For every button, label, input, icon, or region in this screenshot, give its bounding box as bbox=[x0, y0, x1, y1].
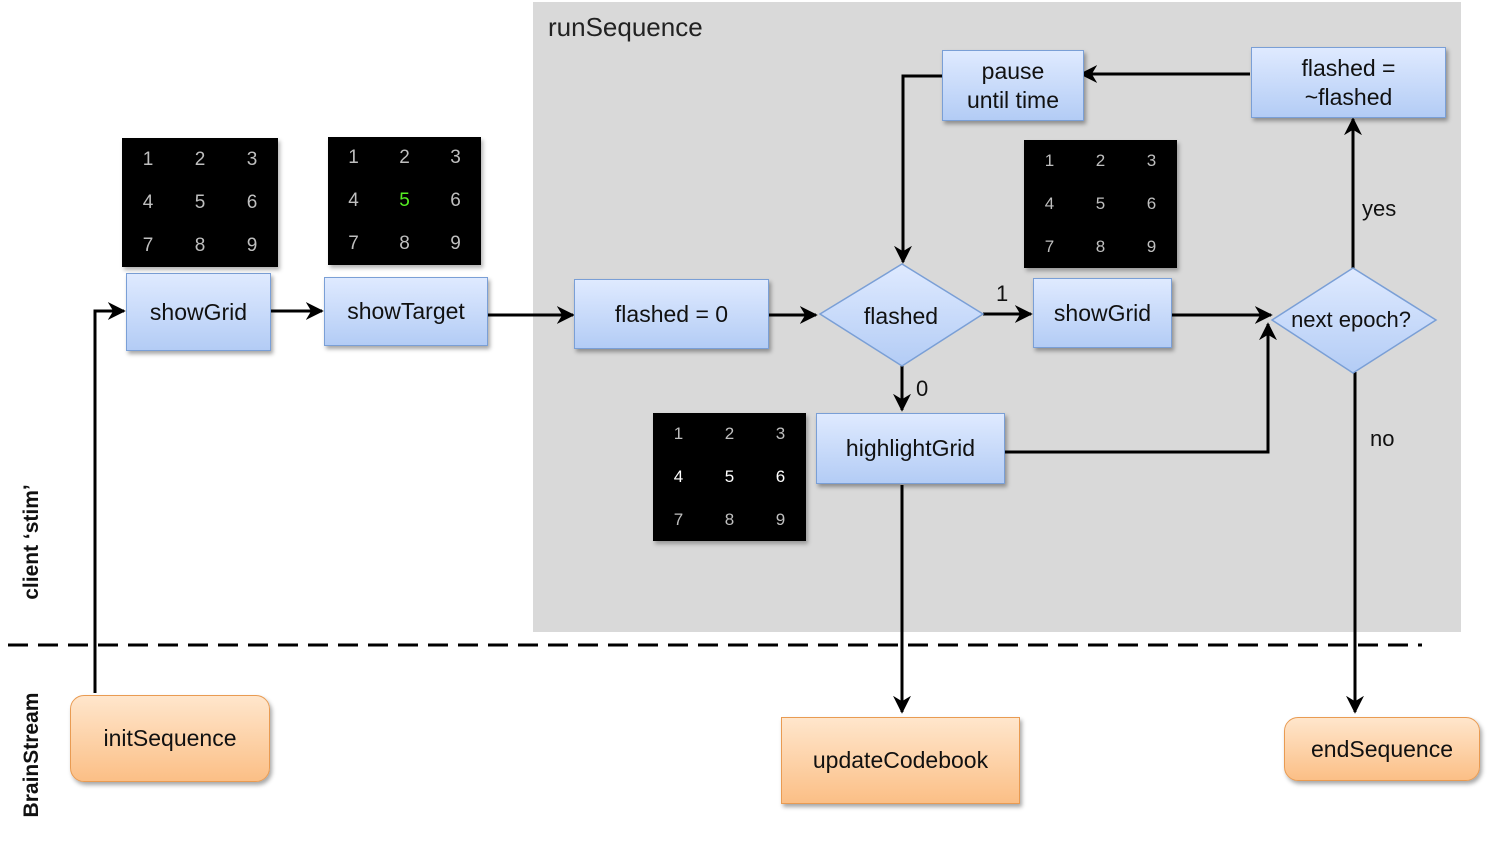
end-sequence-box: endSequence bbox=[1284, 717, 1480, 781]
toggle-line-1: flashed = bbox=[1301, 54, 1396, 81]
grid-cell: 8 bbox=[194, 234, 206, 256]
edge-init-to-showgrid bbox=[93, 302, 126, 693]
grid-cell: 4 bbox=[673, 466, 684, 486]
edge-label-yes: yes bbox=[1362, 196, 1397, 221]
edge-label-one: 1 bbox=[996, 281, 1009, 306]
grid-cell: 6 bbox=[1146, 193, 1157, 213]
pause-box: pause until time bbox=[942, 50, 1084, 121]
stim-grid-target: 1 2 3 4 5 6 7 8 9 bbox=[328, 137, 481, 265]
grid-cell: 6 bbox=[775, 466, 786, 486]
grid-cell: 1 bbox=[673, 424, 684, 444]
grid-cell: 2 bbox=[194, 148, 206, 170]
show-grid-box: showGrid bbox=[126, 273, 271, 351]
grid-cell: 7 bbox=[673, 509, 684, 529]
grid-cell: 7 bbox=[142, 234, 154, 256]
grid-cell: 1 bbox=[1044, 151, 1055, 171]
show-grid-2-box: showGrid bbox=[1033, 278, 1172, 348]
grid-cell: 8 bbox=[724, 509, 735, 529]
grid-cell: 5 bbox=[399, 189, 410, 211]
grid-cell: 9 bbox=[1146, 236, 1157, 256]
flashed-zero-box: flashed = 0 bbox=[574, 279, 769, 349]
grid-cell: 2 bbox=[399, 147, 410, 169]
grid-cell: 7 bbox=[348, 232, 359, 254]
grid-cell: 9 bbox=[450, 232, 461, 254]
grid-cell: 2 bbox=[724, 424, 735, 444]
grid-cell: 6 bbox=[246, 191, 258, 213]
grid-cell: 5 bbox=[1095, 193, 1106, 213]
grid-cell: 1 bbox=[348, 147, 359, 169]
toggle-flashed-box: flashed = ~flashed bbox=[1251, 47, 1446, 118]
region-title: runSequence bbox=[548, 12, 703, 42]
grid-cell: 7 bbox=[1044, 236, 1055, 256]
grid-cell: 6 bbox=[450, 189, 461, 211]
pause-line-1: pause bbox=[981, 57, 1045, 84]
grid-cell: 3 bbox=[1146, 151, 1157, 171]
grid-cell: 4 bbox=[348, 189, 359, 211]
grid-cell: 3 bbox=[775, 424, 786, 444]
next-epoch-decision-shape bbox=[1270, 267, 1438, 374]
grid-cell: 5 bbox=[724, 466, 735, 486]
edge-label-zero: 0 bbox=[916, 376, 929, 401]
show-target-box: showTarget bbox=[324, 277, 488, 346]
grid-cell: 3 bbox=[246, 148, 258, 170]
highlight-grid-box: highlightGrid bbox=[816, 413, 1005, 484]
stim-grid-highlight: 1 2 3 4 5 6 7 8 9 bbox=[653, 413, 806, 541]
stim-grid-3: 1 2 3 4 5 6 7 8 9 bbox=[1024, 140, 1177, 268]
flashed-decision: flashed bbox=[863, 302, 939, 329]
grid-cell: 3 bbox=[450, 147, 461, 169]
stim-grid-1: 1 2 3 4 5 6 7 8 9 bbox=[122, 138, 278, 267]
grid-cell: 9 bbox=[775, 509, 786, 529]
toggle-line-2: ~flashed bbox=[1304, 83, 1393, 110]
next-epoch-decision: next epoch? bbox=[1291, 307, 1411, 333]
edge-highlight-to-nextepoch bbox=[1005, 322, 1277, 454]
init-sequence-box: initSequence bbox=[70, 695, 270, 782]
grid-cell: 4 bbox=[142, 191, 154, 213]
grid-cell: 9 bbox=[246, 234, 258, 256]
update-codebook-box: updateCodebook bbox=[781, 717, 1020, 804]
flashed-decision-shape bbox=[818, 263, 985, 367]
grid-cell: 8 bbox=[1095, 236, 1106, 256]
grid-cell: 1 bbox=[142, 148, 154, 170]
grid-cell: 2 bbox=[1095, 151, 1106, 171]
grid-cell: 4 bbox=[1044, 193, 1055, 213]
pause-line-2: until time bbox=[966, 86, 1060, 113]
edge-label-no: no bbox=[1370, 426, 1395, 451]
grid-cell: 5 bbox=[194, 191, 206, 213]
edge-pause-to-decision bbox=[894, 74, 942, 264]
grid-cell: 8 bbox=[399, 232, 410, 254]
